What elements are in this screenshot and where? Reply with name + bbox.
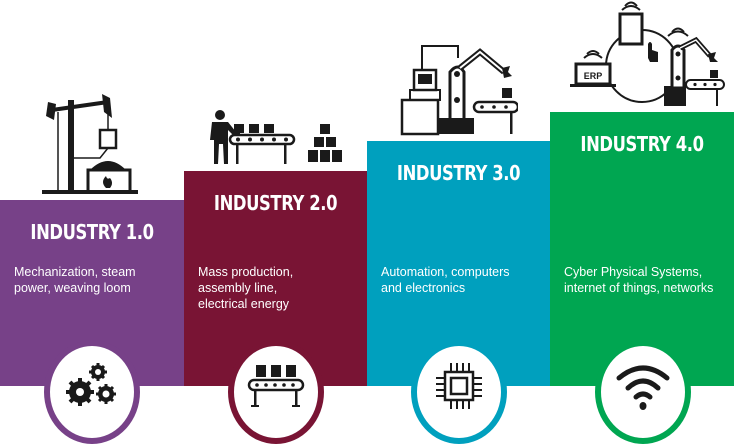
stage-title: INDUSTRY 3.0 — [396, 161, 521, 185]
conveyor-badge — [228, 340, 324, 444]
conveyor-belt-icon — [247, 365, 305, 408]
stage-description: Mechanization, steam power, weaving loom — [14, 265, 136, 295]
stage-description: Cyber Physical Systems, internet of thin… — [564, 265, 714, 295]
wifi-badge — [595, 340, 691, 444]
stage-description: Automation, computers and electronics — [381, 265, 510, 295]
stage-industry-3: INDUSTRY 3.0 Automation, computers and e… — [367, 141, 550, 386]
microchip-badge — [411, 340, 507, 444]
stage-title: INDUSTRY 1.0 — [30, 220, 154, 244]
connected-factory-icon: ERP — [568, 0, 732, 113]
assembly-line-worker-icon — [206, 110, 356, 171]
wifi-icon — [616, 365, 670, 411]
svg-text:ERP: ERP — [584, 71, 603, 81]
stage-description: Mass production, assembly line, electric… — [198, 265, 294, 311]
stage-title: INDUSTRY 4.0 — [580, 132, 704, 156]
steam-engine-icon — [38, 90, 142, 200]
gears-badge — [44, 340, 140, 444]
stage-title: INDUSTRY 2.0 — [213, 191, 338, 215]
robot-arm-computer-icon — [398, 42, 520, 143]
microchip-icon — [436, 363, 482, 410]
gears-icon — [66, 363, 116, 407]
